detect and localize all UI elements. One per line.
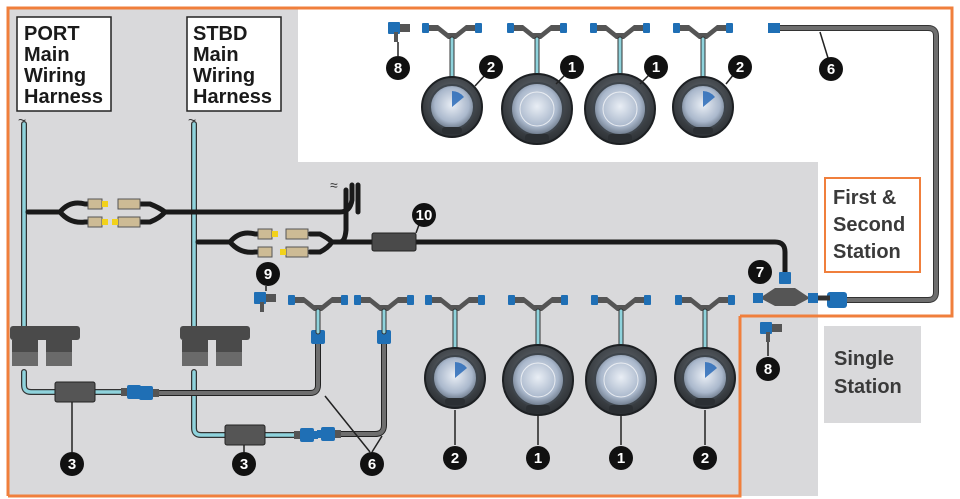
- callout-badge: 1: [526, 446, 550, 470]
- gauge-icon: [421, 76, 483, 138]
- gauge-icon: [674, 347, 736, 409]
- callout-badge: 2: [479, 55, 503, 79]
- gauge-icon: [502, 344, 574, 416]
- gauge-icon: [672, 76, 734, 138]
- black-bus-cables: [25, 182, 788, 278]
- lower-gauge-leaders: [454, 410, 706, 445]
- callout-badge: 1: [560, 55, 584, 79]
- callout-badge: 3: [60, 452, 84, 476]
- callout-badge: 8: [756, 357, 780, 381]
- port-cable-break: ~: [18, 112, 26, 128]
- stbd-adapter-box: [224, 424, 266, 446]
- first-second-station-label-box: [824, 177, 921, 273]
- top-backbone-leader: [819, 31, 829, 59]
- callout-badge: 8: [386, 56, 410, 80]
- port-yellow-connectors: [87, 198, 141, 228]
- grey-cable-leader-1: [324, 395, 371, 453]
- grey-drop-cables: [157, 337, 387, 437]
- gauge-icon: [424, 347, 486, 409]
- gauge-icon: [501, 73, 573, 145]
- stbd-yellow-connectors: [257, 228, 309, 258]
- port-harness-box: [16, 16, 112, 112]
- svg-text:2: 2: [451, 450, 459, 467]
- single-station-border: [8, 316, 742, 498]
- blue-harness-cables: [21, 121, 298, 438]
- svg-text:6: 6: [368, 456, 376, 473]
- stbd-cable-break: ~: [188, 112, 196, 128]
- svg-text:1: 1: [652, 59, 660, 76]
- top-backbone-plug: [768, 23, 780, 33]
- callout-badges: 8 2 1 1 2 6 10 9 7 3 3 6 2 1 1 2 8: [60, 55, 843, 476]
- callout-badge: 9: [256, 262, 280, 286]
- svg-text:9: 9: [264, 266, 272, 283]
- callout-badge: 6: [819, 57, 843, 81]
- svg-text:1: 1: [568, 59, 576, 76]
- stbd-harness-label: STBD Main Wiring Harness: [193, 23, 272, 108]
- lower-drop-cables: [315, 308, 708, 351]
- port-harness-connector: [10, 326, 80, 366]
- lower-tee-drop-plug-2: [377, 330, 391, 344]
- svg-text:2: 2: [701, 450, 709, 467]
- stbd-harness-connector: [180, 326, 250, 366]
- callout-badge: 6: [360, 452, 384, 476]
- callout-badge: 1: [609, 446, 633, 470]
- svg-text:10: 10: [416, 207, 433, 224]
- callout-badge: 3: [232, 452, 256, 476]
- svg-text:1: 1: [617, 450, 625, 467]
- svg-text:8: 8: [394, 60, 402, 77]
- svg-text:1: 1: [534, 450, 542, 467]
- callout-badge: 7: [748, 260, 772, 284]
- bus-cable-breaks: ≈: [330, 177, 338, 193]
- top-terminator: [388, 22, 410, 42]
- inline-module: [371, 232, 417, 252]
- first-second-station-label: First & Second Station: [833, 187, 911, 263]
- gauge-icon: [585, 344, 657, 416]
- top-station-backbone: [775, 25, 939, 303]
- svg-text:2: 2: [736, 59, 744, 76]
- top-tee-row: [422, 23, 733, 39]
- svg-text:8: 8: [764, 361, 772, 378]
- single-station-label: Single Station: [834, 348, 902, 398]
- top-drop-cables: [449, 36, 706, 79]
- first-second-station-border: [6, 6, 954, 496]
- stbd-harness-box: [186, 16, 282, 112]
- port-harness-label: PORT Main Wiring Harness: [24, 23, 103, 108]
- top-backbone-end-plug: [827, 292, 847, 308]
- port-adapter-box: [54, 381, 96, 403]
- svg-text:3: 3: [68, 456, 76, 473]
- grey-cable-leader-2: [371, 435, 383, 453]
- svg-text:2: 2: [487, 59, 495, 76]
- callout-badge: 2: [693, 446, 717, 470]
- svg-text:7: 7: [756, 264, 764, 281]
- junction-7: [753, 272, 830, 306]
- single-station-panel: [824, 326, 921, 423]
- callout-badge: 2: [728, 55, 752, 79]
- callout-badge: 2: [443, 446, 467, 470]
- callout-badge: 10: [412, 203, 436, 227]
- svg-text:6: 6: [827, 61, 835, 78]
- svg-text:3: 3: [240, 456, 248, 473]
- gauge-icon: [584, 73, 656, 145]
- callout-badge: 1: [644, 55, 668, 79]
- lower-tee-drop-plug-1: [311, 330, 325, 344]
